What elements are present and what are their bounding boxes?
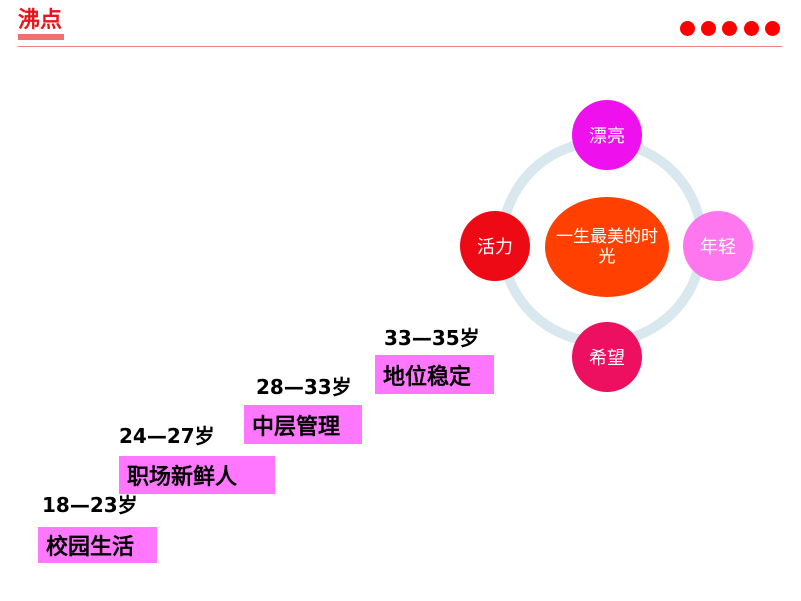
- node-right: 年轻: [683, 211, 753, 281]
- center-ellipse: 一生最美的时光: [545, 197, 669, 297]
- node-top: 漂亮: [572, 100, 642, 170]
- step-box: 中层管理: [244, 405, 362, 444]
- logo-subtitle-bar: [18, 34, 64, 40]
- step-age: 18—23岁: [42, 493, 138, 517]
- step-box: 职场新鲜人: [119, 456, 275, 494]
- dot-decoration: [765, 21, 780, 36]
- logo: 沸点: [18, 7, 63, 33]
- dot-decoration: [680, 21, 695, 36]
- dot-decoration: [701, 21, 716, 36]
- step-age: 33—35岁: [384, 326, 480, 350]
- step-age: 24—27岁: [119, 424, 215, 448]
- step-box: 地位稳定: [375, 355, 494, 394]
- node-bottom: 希望: [572, 322, 642, 392]
- dot-decoration: [722, 21, 737, 36]
- step-box: 校园生活: [38, 527, 157, 563]
- node-left: 活力: [460, 211, 530, 281]
- step-age: 28—33岁: [256, 375, 352, 399]
- dot-decoration: [744, 21, 759, 36]
- header-divider: [18, 46, 782, 47]
